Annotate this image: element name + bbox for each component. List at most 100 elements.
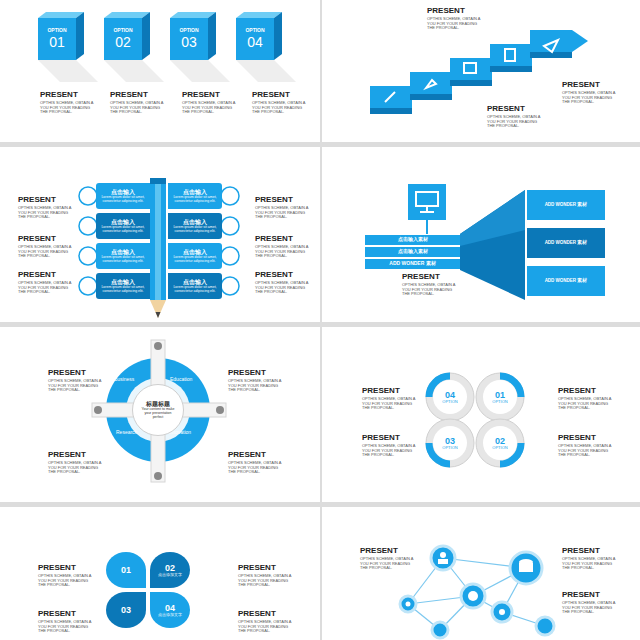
body-label: OPTHIS SCHEME, OBTAIN A YOU FOR YOUR REA… <box>48 461 104 475</box>
node-body: 点击添加文字 <box>158 573 182 578</box>
heading-label: PRESENT <box>182 90 244 99</box>
node-content: 点击输入素材 <box>367 237 458 243</box>
node-body: 点击添加文字 <box>158 613 182 618</box>
node-content: 02OPTION <box>486 436 514 451</box>
node-body: OPTION <box>442 446 457 451</box>
node-content: 点击输入Lorem ipsum dolor sit amet, consecte… <box>171 249 219 264</box>
node-content: 标题标题Your content to make your presentati… <box>139 401 177 420</box>
body-label: OPTHIS SCHEME, OBTAIN A YOU FOR YOUR REA… <box>558 397 614 411</box>
body-label: OPTHIS SCHEME, OBTAIN A YOU FOR YOUR REA… <box>38 620 94 634</box>
node-title: 03 <box>445 436 455 446</box>
body-label: OPTHIS SCHEME, OBTAIN A YOU FOR YOUR REA… <box>18 281 74 295</box>
node-body: Lorem ipsum dolor sit amet, consectetur … <box>99 225 147 233</box>
node-body: Lorem ipsum dolor sit amet, consectetur … <box>99 195 147 203</box>
funnel-box: ADD WONDER 素材 <box>527 190 605 220</box>
node-body: OPTION <box>442 400 457 405</box>
node-content: OPTION03 <box>172 28 206 50</box>
node-content: 点击输入Lorem ipsum dolor sit amet, consecte… <box>99 279 147 294</box>
heading-label: PRESENT <box>228 368 290 377</box>
body-label: OPTHIS SCHEME, OBTAIN A YOU FOR YOUR REA… <box>238 620 294 634</box>
option-circle: 03OPTION <box>433 426 467 460</box>
heading-label: PRESENT <box>255 195 317 204</box>
node-content: 01OPTION <box>486 390 514 405</box>
node-title: 点击输入 <box>111 189 135 196</box>
option-cube: OPTION02 <box>104 18 142 60</box>
node-content: ADD WONDER 素材 <box>529 278 603 283</box>
heading-label: PRESENT <box>252 90 314 99</box>
option-cube: OPTION01 <box>38 18 76 60</box>
body-label: OPTHIS SCHEME, OBTAIN A YOU FOR YOUR REA… <box>402 283 458 297</box>
heading-label: PRESENT <box>238 609 300 618</box>
node-content: 点击输入Lorem ipsum dolor sit amet, consecte… <box>99 189 147 204</box>
body-label: OPTHIS SCHEME, OBTAIN A YOU FOR YOUR REA… <box>228 379 284 393</box>
pencil-tab: 点击输入Lorem ipsum dolor sit amet, consecte… <box>168 213 222 239</box>
node-title: OPTION <box>179 28 198 34</box>
node-body: Lorem ipsum dolor sit amet, consectetur … <box>99 285 147 293</box>
heading-label: PRESENT <box>402 272 464 281</box>
node-content: 03OPTION <box>436 436 464 451</box>
node-title: OPTION <box>245 28 264 34</box>
heading-label: PRESENT <box>558 433 620 442</box>
pencil-tab: 点击输入Lorem ipsum dolor sit amet, consecte… <box>168 243 222 269</box>
heading-label: PRESENT <box>18 270 80 279</box>
node-title: 02 <box>165 563 175 573</box>
node-title: 04 <box>445 390 455 400</box>
heading-label: PRESENT <box>18 234 80 243</box>
petal: 04点击添加文字 <box>150 592 190 628</box>
body-label: OPTHIS SCHEME, OBTAIN A YOU FOR YOUR REA… <box>255 245 311 259</box>
node-body: 01 <box>49 34 65 50</box>
node-content: 04点击添加文字 <box>152 603 188 618</box>
node-title: 点击输入 <box>183 219 207 226</box>
node-content: 点击输入素材 <box>367 249 458 255</box>
body-label: OPTHIS SCHEME, OBTAIN A YOU FOR YOUR REA… <box>18 245 74 259</box>
node-title: 点击输入 <box>111 279 135 286</box>
body-label: OPTHIS SCHEME, OBTAIN A YOU FOR YOUR REA… <box>38 574 94 588</box>
heading-label: PRESENT <box>255 234 317 243</box>
pencil-tab: 点击输入Lorem ipsum dolor sit amet, consecte… <box>168 273 222 299</box>
node-title: 点击输入 <box>111 219 135 226</box>
heading-label: PRESENT <box>48 450 110 459</box>
heading-label: PRESENT <box>110 90 172 99</box>
node-content: OPTION02 <box>106 28 140 50</box>
node-title: 点击输入素材 <box>398 249 428 255</box>
heading-label: PRESENT <box>18 195 80 204</box>
node-content: 02点击添加文字 <box>152 563 188 578</box>
node-body: Lorem ipsum dolor sit amet, consectetur … <box>171 225 219 233</box>
heading-label: PRESENT <box>558 386 620 395</box>
body-label: OPTHIS SCHEME, OBTAIN A YOU FOR YOUR REA… <box>182 101 238 115</box>
pencil-tab: 点击输入Lorem ipsum dolor sit amet, consecte… <box>96 243 150 269</box>
petal: 03 <box>106 592 146 628</box>
pencil-tab: 点击输入Lorem ipsum dolor sit amet, consecte… <box>168 183 222 209</box>
funnel-box: ADD WONDER 素材 <box>527 228 605 258</box>
pencil-tab: 点击输入Lorem ipsum dolor sit amet, consecte… <box>96 273 150 299</box>
node-body: Lorem ipsum dolor sit amet, consectetur … <box>171 255 219 263</box>
node-title: 点击输入素材 <box>398 237 428 243</box>
option-circle: 04OPTION <box>433 380 467 414</box>
node-body: 03 <box>181 34 197 50</box>
option-cube: OPTION03 <box>170 18 208 60</box>
heading-label: PRESENT <box>228 450 290 459</box>
node-title: 点击输入 <box>183 249 207 256</box>
node-body: 04 <box>247 34 263 50</box>
funnel-bar: 点击输入素材 <box>365 235 460 245</box>
node-content: 点击输入Lorem ipsum dolor sit amet, consecte… <box>171 189 219 204</box>
body-label: OPTHIS SCHEME, OBTAIN A YOU FOR YOUR REA… <box>238 574 294 588</box>
body-label: OPTHIS SCHEME, OBTAIN A YOU FOR YOUR REA… <box>110 101 166 115</box>
node-title: 点击输入 <box>183 189 207 196</box>
node-content: ADD WONDER 素材 <box>529 240 603 245</box>
node-content: 04OPTION <box>436 390 464 405</box>
heading-label: PRESENT <box>238 563 300 572</box>
center-circle: 标题标题Your content to make your presentati… <box>132 384 184 436</box>
funnel-bar: ADD WONDER 素材 <box>365 259 460 269</box>
heading-label: PRESENT <box>562 546 624 555</box>
node-title: ADD WONDER 素材 <box>545 240 588 245</box>
heading-label: PRESENT <box>38 563 100 572</box>
body-label: OPTHIS SCHEME, OBTAIN A YOU FOR YOUR REA… <box>48 379 104 393</box>
heading-label: PRESENT <box>562 590 624 599</box>
node-content: ADD WONDER 素材 <box>529 202 603 207</box>
node-title: 03 <box>121 605 131 615</box>
heading-label: PRESENT <box>48 368 110 377</box>
ring-word: Research <box>116 430 137 436</box>
